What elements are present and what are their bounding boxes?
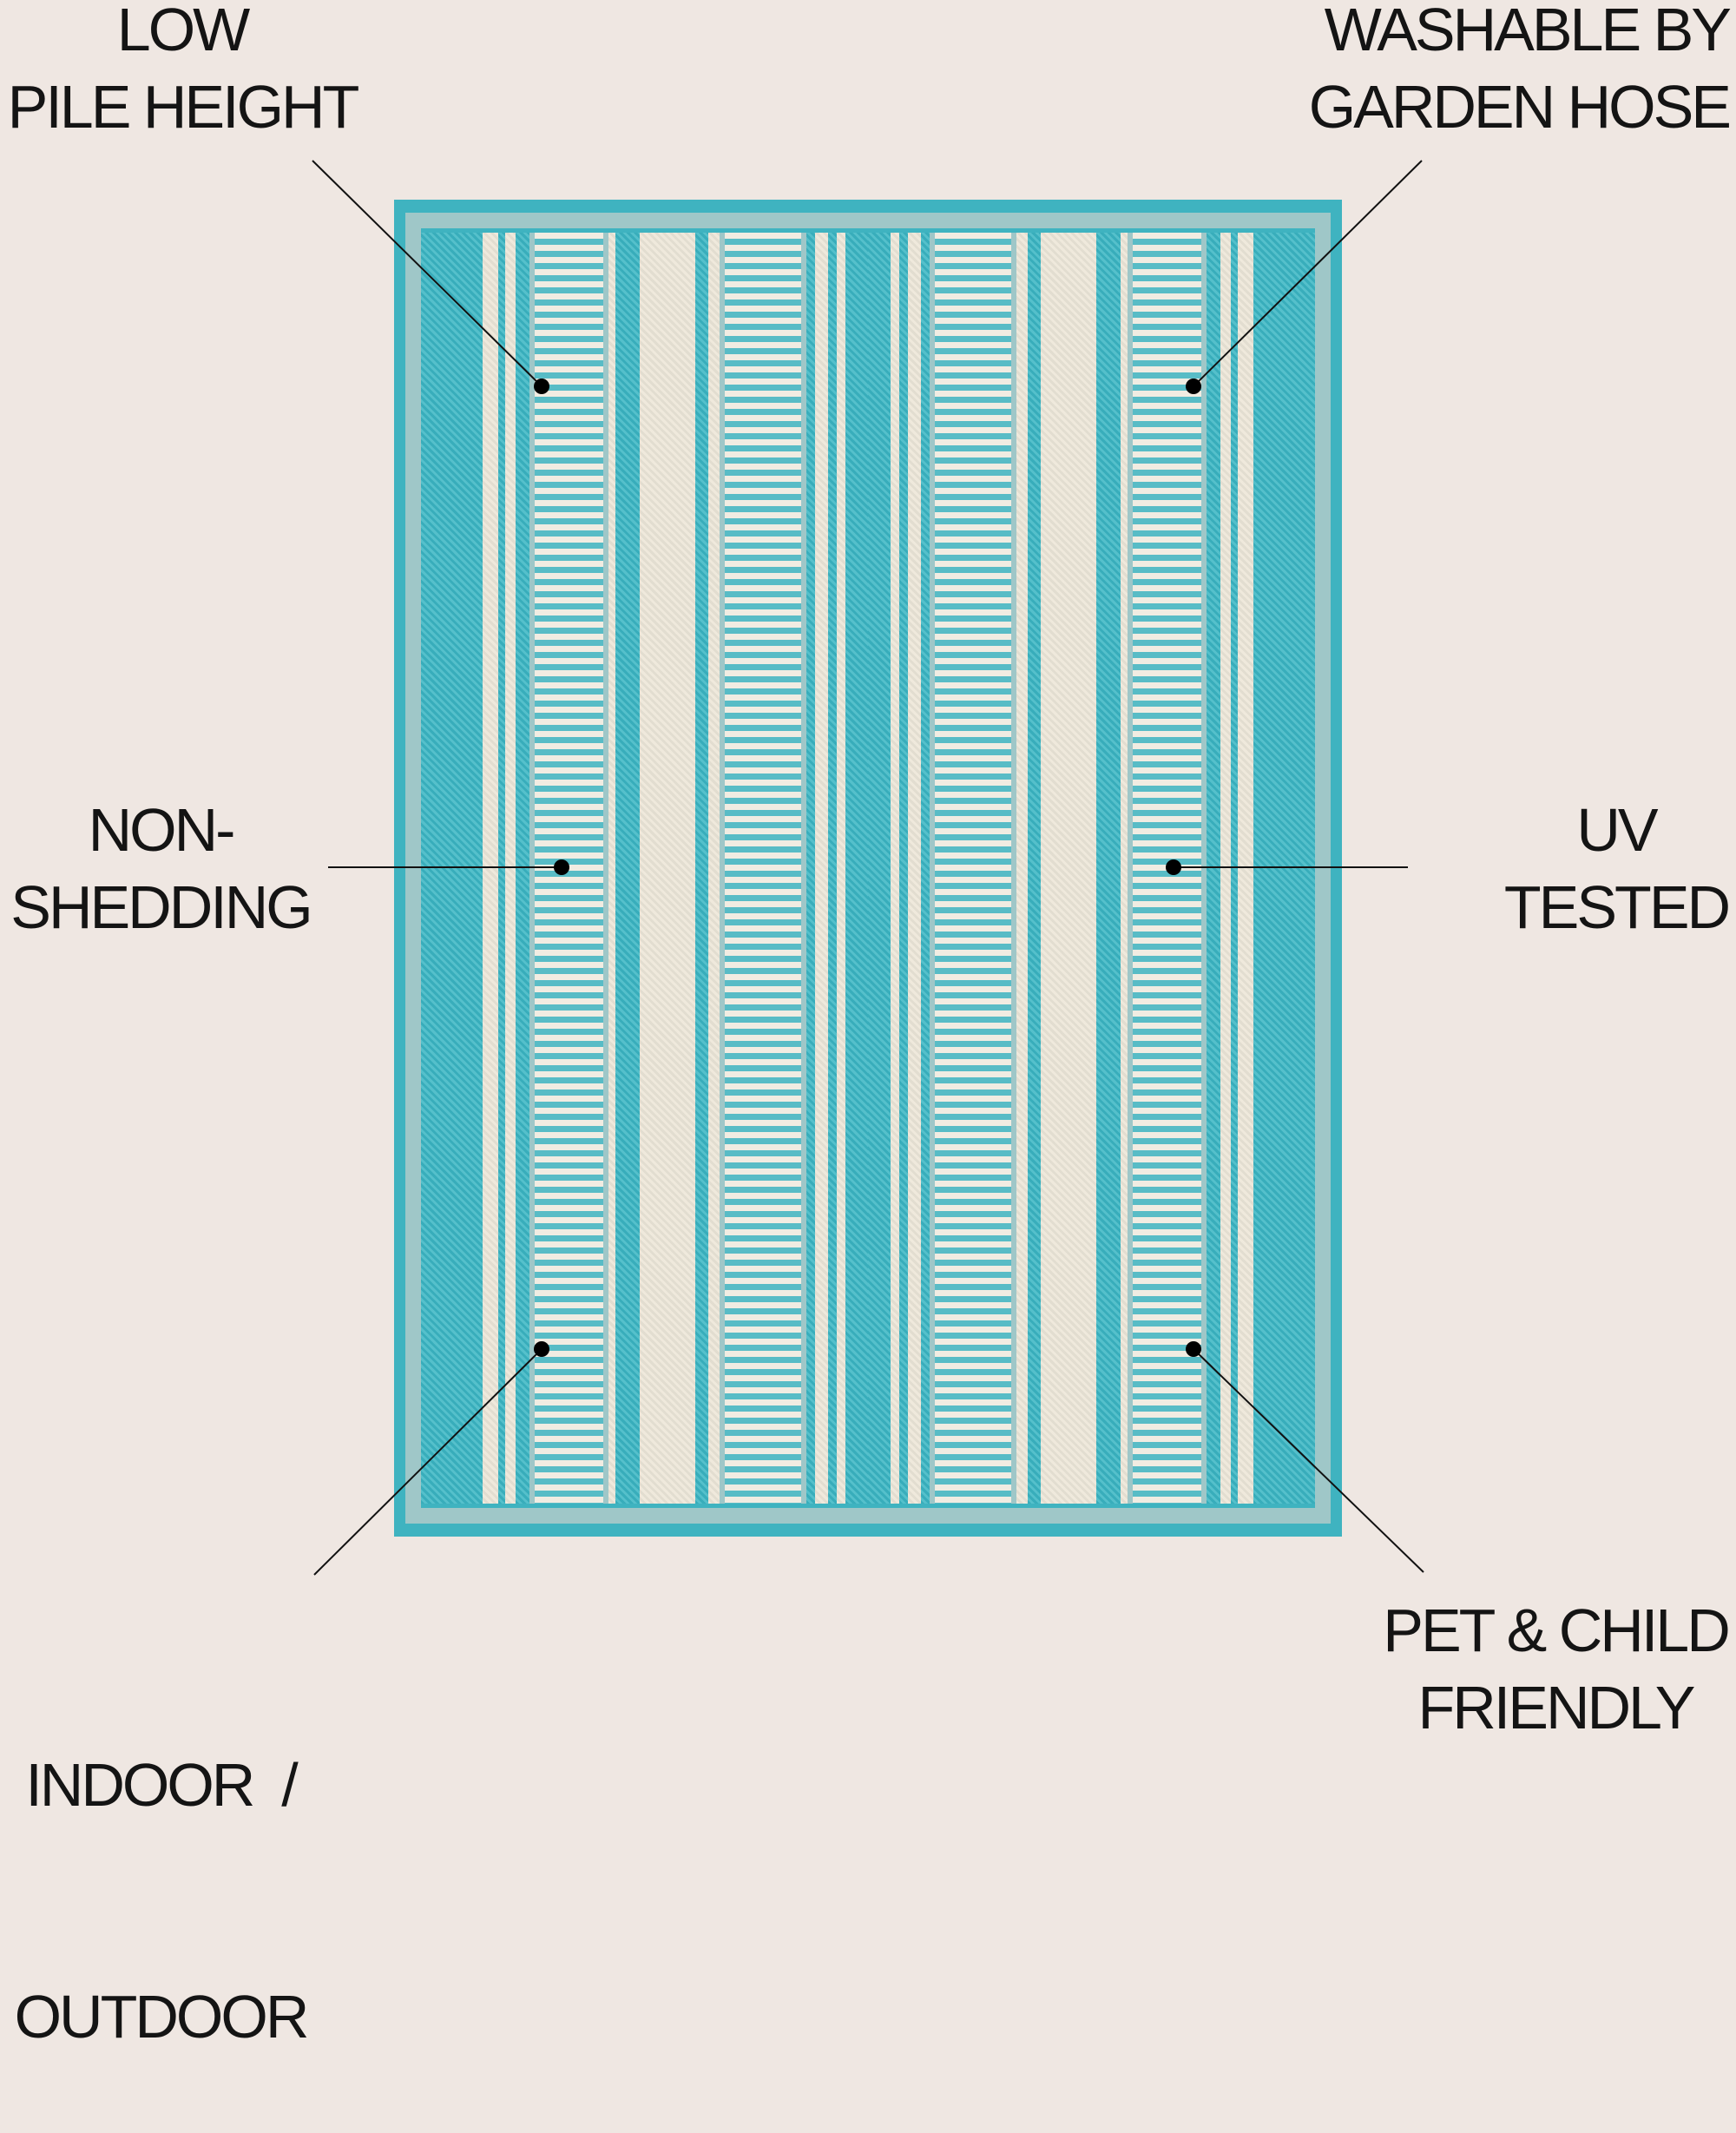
feature-line: FRIENDLY — [1417, 1674, 1696, 1741]
feature-line: INDOOR / — [25, 1751, 298, 1819]
feature-line: PILE HEIGHT — [7, 73, 360, 141]
rug-stripe-teal — [1027, 233, 1041, 1504]
feature-line: TESTED — [1503, 873, 1731, 941]
rug-stripe-cream — [1120, 233, 1128, 1504]
callout-line-low-pile — [312, 160, 542, 387]
feature-indoor-outdoor: INDOOR / OUTDOOR — [0, 1592, 321, 2133]
rug-stripe-teal — [694, 233, 709, 1504]
rug-stripe-cream — [890, 233, 899, 1504]
rug-stripe-teal — [921, 233, 930, 1504]
rug-stripe-teal — [806, 233, 815, 1504]
rug-stripe-teal — [828, 233, 838, 1504]
feature-line: LOW — [116, 0, 250, 63]
callout-line-pet — [1193, 1348, 1424, 1573]
rug-stripe-teal — [898, 233, 908, 1504]
feature-line: SHEDDING — [10, 873, 312, 941]
callout-line-washable — [1193, 160, 1423, 387]
callout-dot — [1166, 859, 1181, 875]
rug-stripe-cream — [1041, 233, 1096, 1504]
rug-stripe-teal — [868, 233, 891, 1504]
callout-dot — [554, 859, 569, 875]
rug-stripe-cream — [907, 233, 922, 1504]
feature-pet-child: PET & CHILD FRIENDLY — [1375, 1592, 1736, 1747]
rug-stripe-cream — [708, 233, 720, 1504]
feature-line: UV — [1576, 796, 1658, 864]
callout-lines — [312, 160, 1424, 1576]
callout-dot — [1186, 1341, 1201, 1357]
feature-non-shedding: NON- SHEDDING — [0, 792, 321, 946]
feature-line: NON- — [88, 796, 236, 864]
rug-stripe-ladder — [930, 233, 1016, 1504]
feature-uv-tested: UV TESTED — [1496, 792, 1736, 946]
callout-line-indoor — [313, 1348, 542, 1576]
feature-line: GARDEN HOSE — [1308, 73, 1732, 141]
callout-dot — [534, 1341, 549, 1357]
feature-line: PET & CHILD — [1383, 1596, 1731, 1664]
feature-washable: WASHABLE BY GARDEN HOSE — [1285, 0, 1736, 146]
feature-line: WASHABLE BY — [1324, 0, 1732, 63]
rug-stripe-teal — [615, 233, 641, 1504]
rug-stripe-ladder — [720, 233, 806, 1504]
rug-stripe-teal — [1095, 233, 1121, 1504]
rug-stripe-cream — [640, 233, 695, 1504]
feature-low-pile-height: LOW PILE HEIGHT — [0, 0, 365, 146]
callout-dot — [1186, 379, 1201, 394]
callout-dot — [534, 379, 549, 394]
rug-stripe-teal — [845, 233, 868, 1504]
rug-stripe-cream — [814, 233, 829, 1504]
rug-stripe-cream — [837, 233, 846, 1504]
rug-stripe-cream — [608, 233, 616, 1504]
feature-line: OUTDOOR — [14, 1983, 310, 2051]
rug-border — [405, 213, 1331, 1524]
rug-stripe-cream — [1016, 233, 1028, 1504]
